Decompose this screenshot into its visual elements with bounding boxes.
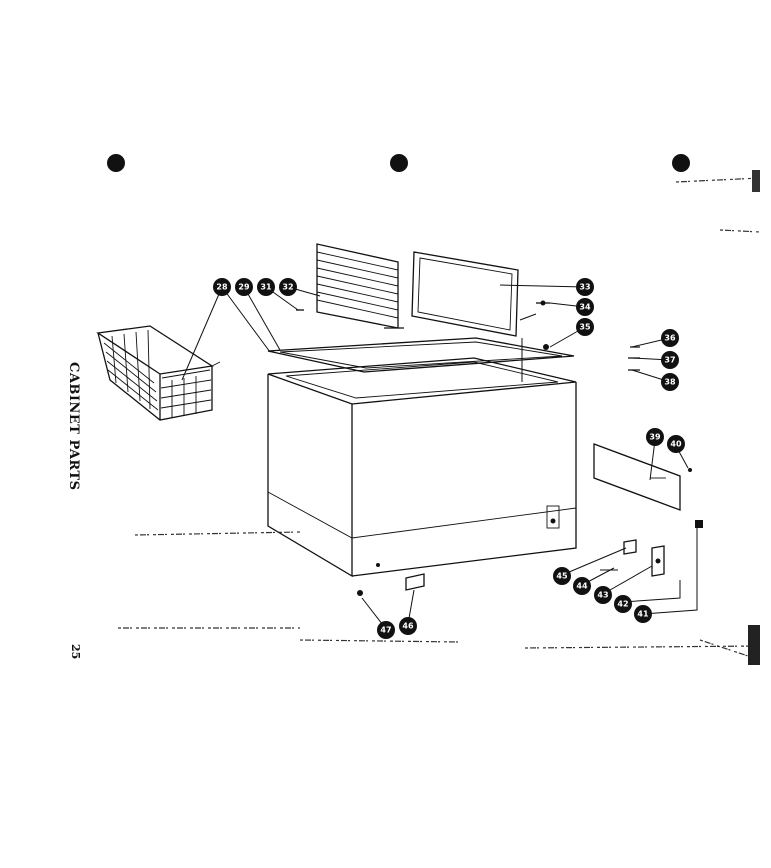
callout-33: 33: [576, 278, 594, 296]
scan-noise: [118, 170, 761, 665]
callout-31: 31: [257, 278, 275, 296]
svg-text:42: 42: [617, 600, 628, 609]
callout-36: 36: [661, 329, 679, 347]
svg-text:46: 46: [402, 622, 414, 631]
callout-40: 40: [667, 435, 685, 453]
page-number: 25: [69, 644, 82, 659]
callout-28: 28: [213, 278, 231, 296]
svg-text:37: 37: [664, 356, 675, 365]
svg-text:31: 31: [260, 283, 272, 292]
svg-text:34: 34: [579, 303, 591, 312]
callout-45: 45: [553, 567, 571, 585]
svg-text:29: 29: [238, 283, 250, 292]
svg-text:33: 33: [579, 283, 590, 292]
callout-43: 43: [594, 586, 612, 604]
divider-panel: [316, 243, 404, 329]
callout-39: 39: [646, 428, 664, 446]
svg-text:32: 32: [282, 283, 293, 292]
callout-42: 42: [614, 595, 632, 613]
svg-text:43: 43: [597, 591, 608, 600]
wire-basket: [96, 325, 221, 421]
svg-text:36: 36: [664, 334, 676, 343]
lid-gasket: [267, 337, 575, 373]
svg-text:40: 40: [670, 440, 682, 449]
svg-text:39: 39: [649, 433, 661, 442]
svg-text:35: 35: [579, 323, 591, 332]
binder-hole-right: [672, 154, 690, 172]
callout-37: 37: [661, 351, 679, 369]
control-plate: [593, 443, 681, 511]
page-title: CABINET PARTS: [66, 362, 81, 491]
callout-44: 44: [573, 577, 591, 595]
callout-46: 46: [399, 617, 417, 635]
callout-41: 41: [634, 605, 652, 623]
svg-text:38: 38: [664, 378, 676, 387]
svg-text:45: 45: [556, 572, 568, 581]
callout-32: 32: [279, 278, 297, 296]
callout-35: 35: [576, 318, 594, 336]
callout-29: 29: [235, 278, 253, 296]
lid-panel: [411, 251, 519, 337]
binder-hole-left: [107, 154, 125, 172]
svg-text:47: 47: [380, 626, 391, 635]
callout-38: 38: [661, 373, 679, 391]
callout-47: 47: [377, 621, 395, 639]
small-parts: [296, 300, 703, 596]
svg-text:41: 41: [637, 610, 649, 619]
svg-text:28: 28: [216, 283, 228, 292]
binder-hole-center: [390, 154, 408, 172]
svg-text:44: 44: [576, 582, 588, 591]
freezer-cabinet: [267, 357, 577, 578]
callout-34: 34: [576, 298, 594, 316]
leader-lines: [181, 284, 698, 630]
